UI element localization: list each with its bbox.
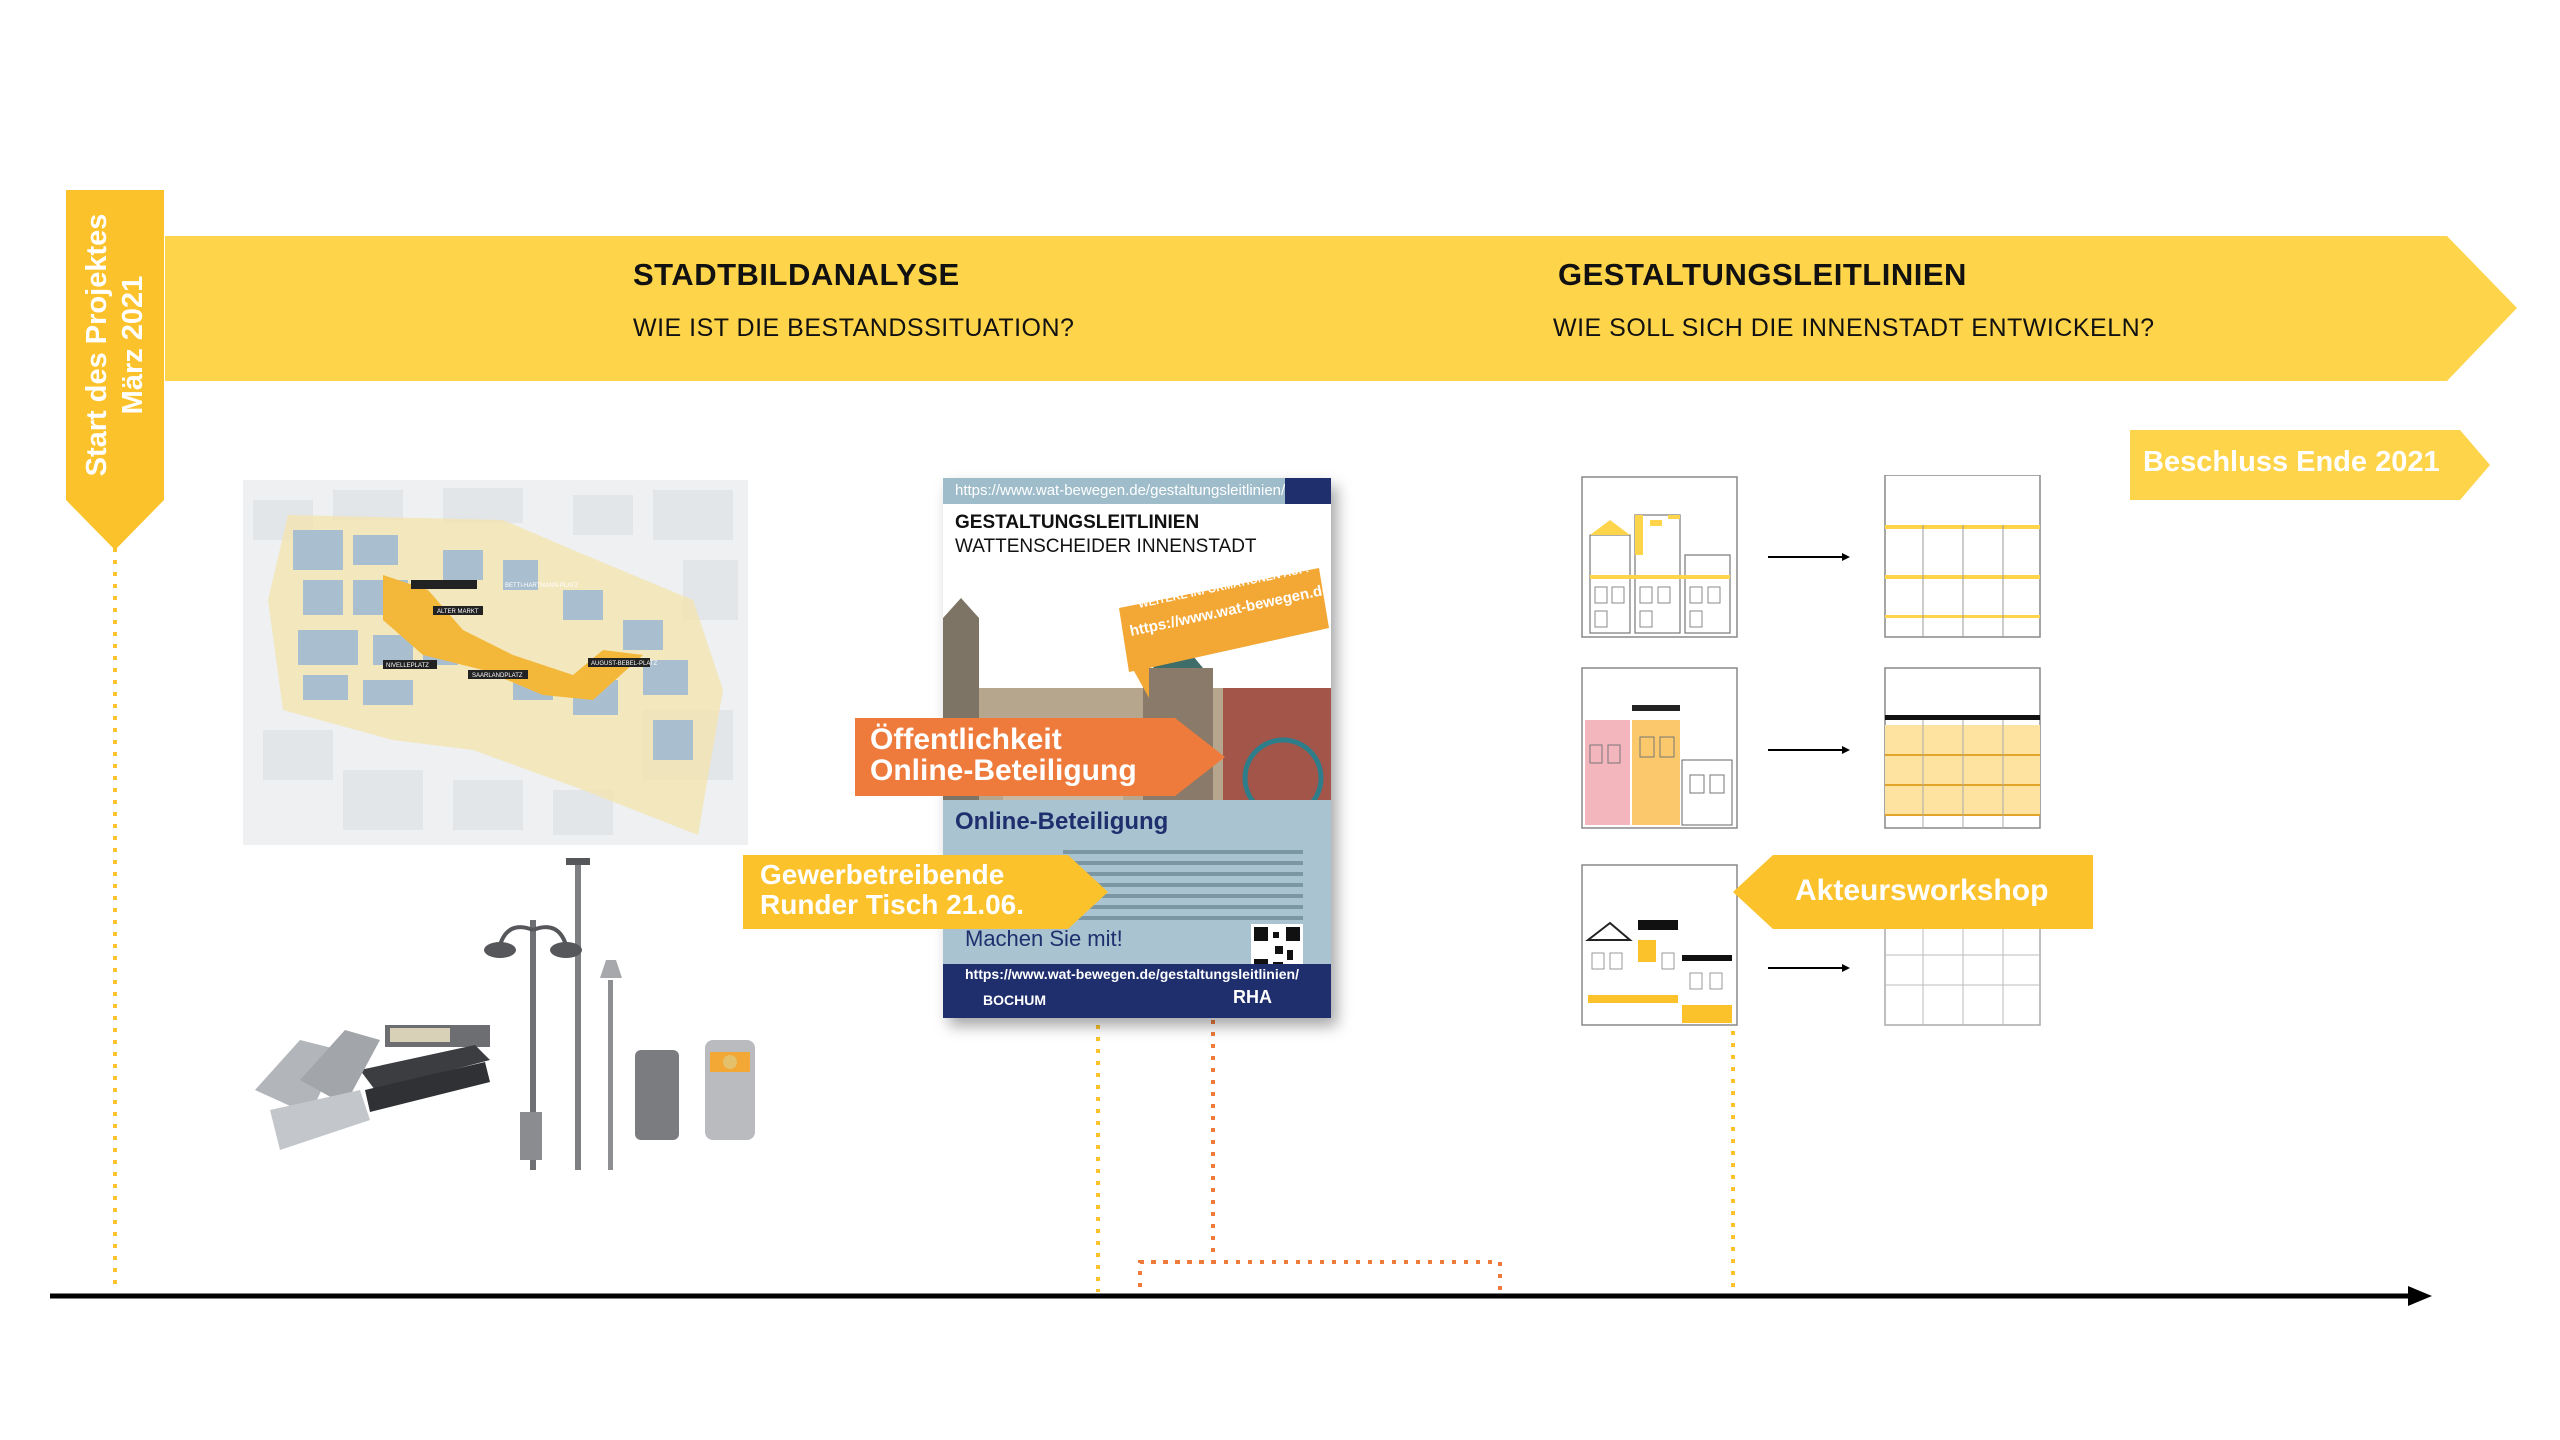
public-tag-label: Öffentlichkeit Online-Beteiligung [870,724,1137,786]
poster-logo-rha: RHA [1233,987,1272,1007]
poster-body-text [1063,850,1303,927]
poster-online-heading: Online-Beteiligung [955,808,1169,835]
business-tag-line1: Gewerbetreibende [760,859,1005,890]
public-tag-marker [855,718,1225,796]
poster-title: GESTALTUNGSLEITLINIEN [955,512,1200,533]
phase-arrow-band [165,236,2517,381]
map-label-alter-markt: ALTER MARKT [437,609,479,615]
map-label-saarland: SAARLANDPLATZ [472,673,523,679]
street-furniture-image [255,858,755,1170]
start-marker [66,190,164,550]
facade-comparison-diagrams [1581,475,2041,1026]
map-overlay-boxes [411,580,477,589]
poster-call-to-action: Machen Sie mit! [965,926,1123,951]
map-label-august: AUGUST-BEBEL-PLATZ [591,661,658,667]
phase-guidelines-subtitle: WIE SOLL SICH DIE INNENSTADT ENTWICKELN? [1553,314,2155,342]
business-tag-marker [743,855,1108,929]
public-tag-line2: Online-Beteiligung [870,754,1137,787]
poster-url-bar-accent [1285,478,1331,504]
poster-url-top: https://www.wat-bewegen.de/gestaltungsle… [955,482,1286,499]
phase-analysis-title: STADTBILDANALYSE [633,257,960,292]
map-label-nivelle: NIVELLEPLATZ [386,663,429,669]
poster-url-bottom: https://www.wat-bewegen.de/gestaltungsle… [965,966,1299,982]
poster-logo-bochum: BOCHUM [983,992,1046,1008]
workshop-tag-label: Akteursworkshop [1795,874,2049,907]
phase-analysis-subtitle: WIE IST DIE BESTANDSSITUATION? [633,314,1075,342]
business-tag-line2: Runder Tisch 21.06. [760,889,1025,920]
poster-subtitle: WATTENSCHEIDER INNENSTADT [955,536,1257,557]
poster-url-bar: https://www.wat-bewegen.de/gestaltungsle… [943,478,1331,504]
phase-guidelines-title: GESTALTUNGSLEITLINIEN [1558,257,1967,292]
beschluss-label: Beschluss Ende 2021 [2143,446,2440,478]
beschluss-marker [2130,430,2490,500]
workshop-tag-marker [1733,855,2093,929]
business-tag-label: Gewerbetreibende Runder Tisch 21.06. [760,860,1024,920]
poster-info-bubble: WEITERE INFORMATIONEN AUF: https://www.w… [1119,568,1331,698]
poster-footer [943,964,1331,1018]
map-label-betti: BETTI-HARTMANN-PLATZ [505,583,578,589]
city-map: BETTI-HARTMANN-PLATZ ALTER MARKT NIVELLE… [243,480,748,845]
public-tag-line1: Öffentlichkeit [870,723,1062,756]
